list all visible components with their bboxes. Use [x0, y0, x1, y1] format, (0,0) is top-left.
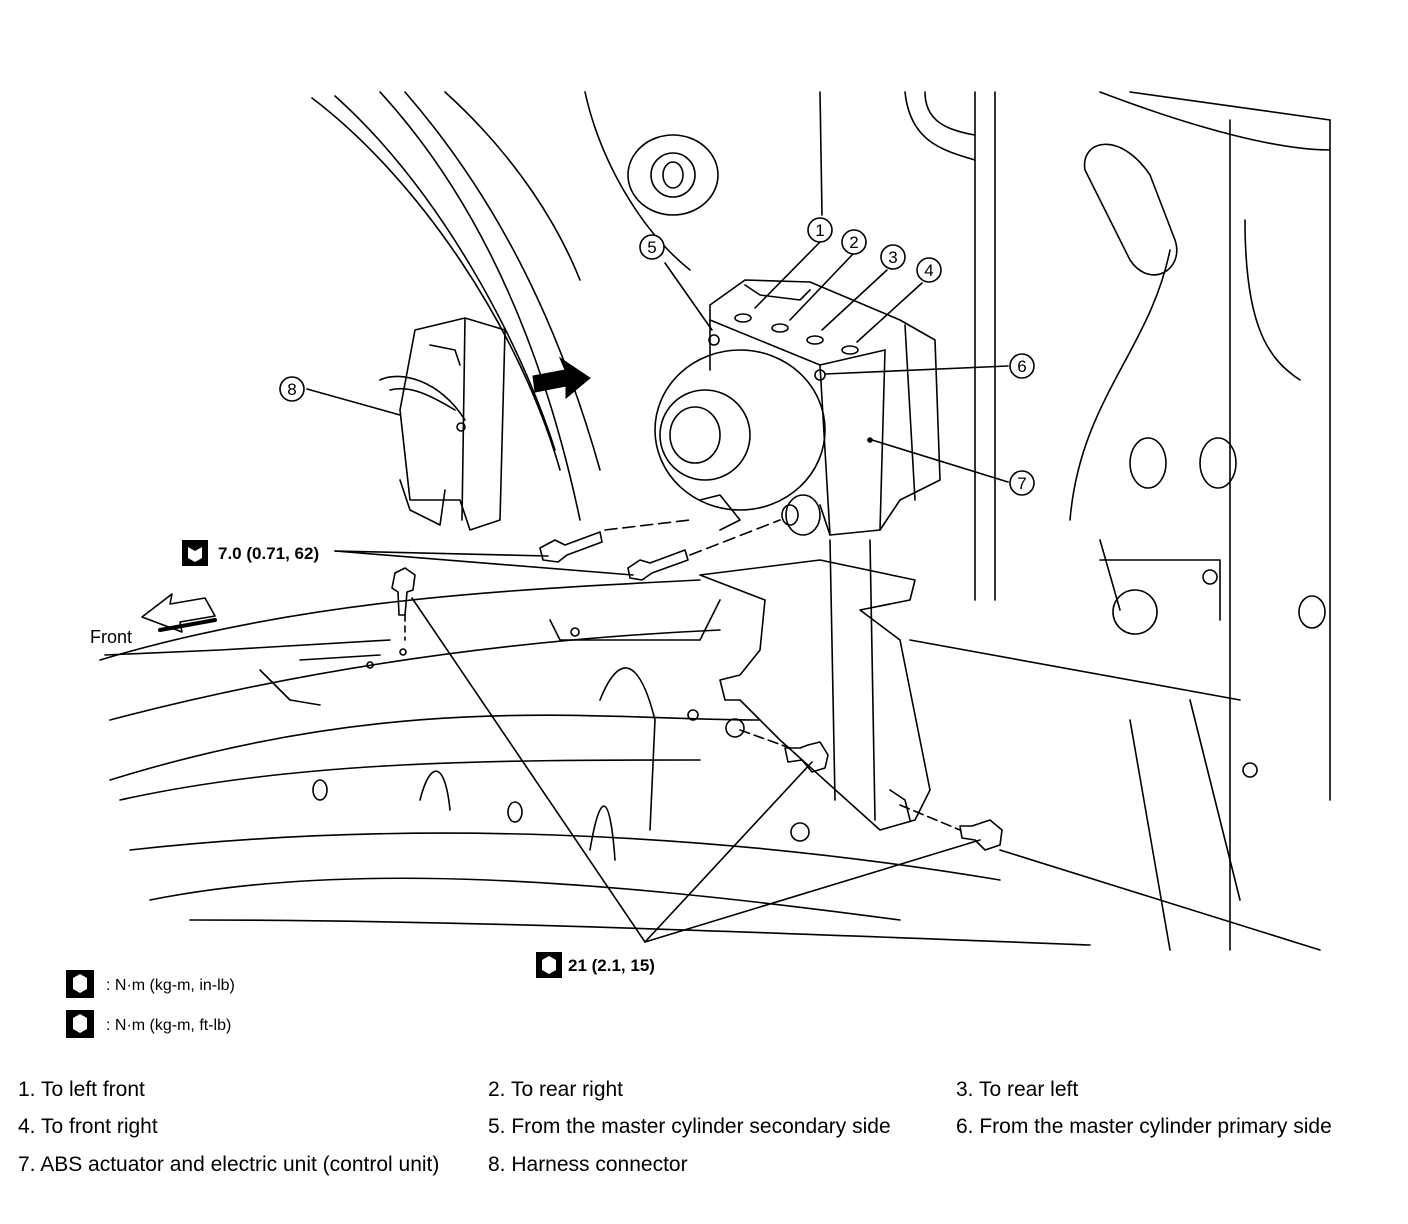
callout-4: 4 [916, 257, 942, 283]
body-holes [312, 134, 1326, 842]
callout-1: 1 [807, 217, 833, 243]
callout-5: 5 [639, 234, 665, 260]
callout-8: 8 [279, 376, 305, 402]
torque-upper-value: 7.0 (0.71, 62) [218, 544, 319, 563]
note-5: 5. From the master cylinder secondary si… [488, 1115, 891, 1138]
bolts [391, 519, 1003, 851]
torque-spec-lower: 21 (2.1, 15) [536, 952, 655, 978]
direction-arrow-icon [532, 356, 591, 400]
callout-3-label: 3 [888, 248, 897, 267]
note-4: 4. To front right [18, 1115, 158, 1138]
callout-2-label: 2 [849, 233, 858, 252]
callout-3: 3 [880, 244, 906, 270]
legend-ftlb-text: : N·m (kg-m, ft-lb) [106, 1017, 231, 1034]
leader-lines [306, 241, 1009, 943]
torque-lower-value: 21 (2.1, 15) [568, 956, 655, 975]
callout-4-label: 4 [924, 261, 933, 280]
note-1: 1. To left front [18, 1078, 145, 1101]
callout-6-label: 6 [1017, 357, 1026, 376]
parts-legend: 1. To left front 2. To rear right 3. To … [0, 1072, 1408, 1222]
callout-6: 6 [1009, 353, 1035, 379]
note-2: 2. To rear right [488, 1078, 624, 1101]
callout-5-label: 5 [647, 238, 656, 257]
note-8: 8. Harness connector [488, 1153, 688, 1176]
torque-spec-upper: 7.0 (0.71, 62) [182, 540, 319, 566]
front-arrow [141, 593, 217, 633]
abs-actuator [654, 279, 941, 536]
abs-actuator-diagram: 1 2 3 4 5 6 7 8 7.0 (0.71, 62) 21 (2.1, … [66, 91, 1331, 1038]
callout-7-label: 7 [1017, 474, 1026, 493]
harness-connector [379, 317, 506, 531]
legend-ftlb: : N·m (kg-m, ft-lb) [66, 1010, 231, 1038]
callout-8-label: 8 [287, 380, 296, 399]
front-label: Front [90, 627, 132, 647]
callout-1-label: 1 [815, 221, 824, 240]
note-6: 6. From the master cylinder primary side [956, 1115, 1332, 1138]
note-3: 3. To rear left [956, 1078, 1079, 1101]
note-7: 7. ABS actuator and electric unit (contr… [18, 1153, 440, 1176]
legend-inlb: : N·m (kg-m, in-lb) [66, 970, 235, 998]
callout-2: 2 [841, 229, 867, 255]
legend-inlb-text: : N·m (kg-m, in-lb) [106, 977, 235, 994]
actuator-bracket [699, 539, 931, 831]
callout-7: 7 [1009, 470, 1035, 496]
body-structure-lines [99, 91, 1331, 951]
